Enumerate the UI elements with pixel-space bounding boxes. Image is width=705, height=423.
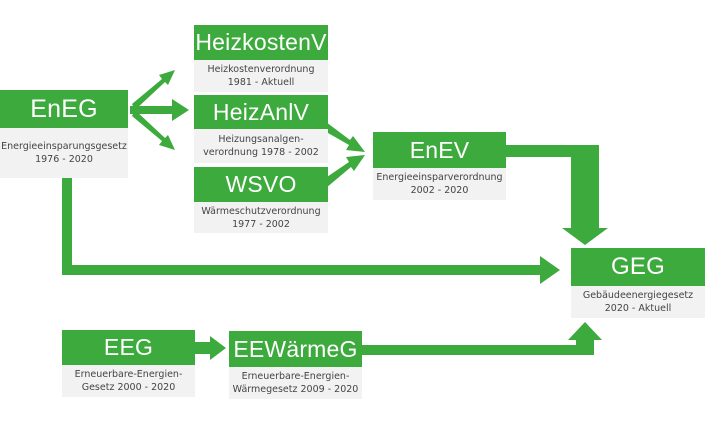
node-title: HeizAnlV [194,95,328,129]
caption-line: 1981 - Aktuell [227,77,295,88]
arrow-eneg-geg [62,178,560,284]
caption-line: Heizungsanalgen- [218,134,304,145]
caption-line: Wärmegesetz 2009 - 2020 [232,384,359,395]
arrow-heizaniv-enev [321,122,365,152]
node-title: EnEG [0,90,128,128]
node-caption: Gebäudeenergiegesetz 2020 - Aktuell [571,286,705,318]
node-title: HeizkostenV [194,25,328,60]
node-wsvo[interactable]: WSVO Wärmeschutzverordnung 1977 - 2002 [194,167,328,233]
caption-line: Energieeinsparungsgesetz [1,141,127,152]
node-caption: Heizkostenverordnung 1981 - Aktuell [194,60,328,92]
node-heizanlv[interactable]: HeizAnlV Heizungsanalgen- verordnung 197… [194,95,328,163]
node-title: WSVO [194,167,328,202]
caption-line: 2020 - Aktuell [604,303,672,314]
node-title: EEG [62,330,195,365]
node-caption: Erneuerbare-Energien- Wärmegesetz 2009 -… [229,367,362,399]
node-eewaermeg[interactable]: EEWärmeG Erneuerbare-Energien- Wärmegese… [229,331,362,399]
caption-line: 2002 - 2020 [410,185,469,196]
node-caption: Energieeinsparungsgesetz 1976 - 2020 [0,128,128,178]
caption-line: Erneuerbare-Energien- [241,371,350,382]
caption-line: Gesetz 2000 - 2020 [81,382,176,393]
arrow-eneg-wsvo [132,110,175,150]
node-caption: Heizungsanalgen- verordnung 1978 - 2002 [194,129,328,163]
arrow-eneg-heizkv [132,70,175,110]
node-geg[interactable]: GEG Gebäudeenergiegesetz 2020 - Aktuell [571,248,705,318]
arrow-eewg-geg [362,322,602,355]
node-eeg[interactable]: EEG Erneuerbare-Energien- Gesetz 2000 - … [62,330,195,397]
caption-line: Wärmeschutzverordnung [201,205,321,217]
node-caption: Wärmeschutzverordnung 1977 - 2002 [194,202,328,233]
node-caption: Erneuerbare-Energien- Gesetz 2000 - 2020 [62,365,195,397]
node-caption: Energieeinsparverordnung 2002 - 2020 [373,168,506,200]
node-title: GEG [571,248,705,286]
caption-line: 1976 - 2020 [35,154,93,165]
node-title: EEWärmeG [229,331,362,367]
caption-line: 1977 - 2002 [232,218,290,230]
caption-line: Erneuerbare-Energien- [74,369,183,380]
caption-line: verordnung 1978 - 2002 [203,147,319,158]
arrow-eeg-eewg [195,336,226,360]
arrow-enev-geg [505,145,608,245]
node-enev[interactable]: EnEV Energieeinsparverordnung 2002 - 202… [373,132,506,200]
arrow-eneg-heizaniv [130,99,189,121]
node-title: EnEV [373,132,506,168]
arrow-wsvo-enev [321,155,365,188]
caption-line: Energieeinsparverordnung [376,172,503,183]
caption-line: Gebäudeenergiegesetz [582,290,694,301]
caption-line: Heizkostenverordnung [207,64,315,75]
node-heizkostenv[interactable]: HeizkostenV Heizkostenverordnung 1981 - … [194,25,328,92]
node-eneg[interactable]: EnEG Energieeinsparungsgesetz 1976 - 202… [0,90,128,178]
